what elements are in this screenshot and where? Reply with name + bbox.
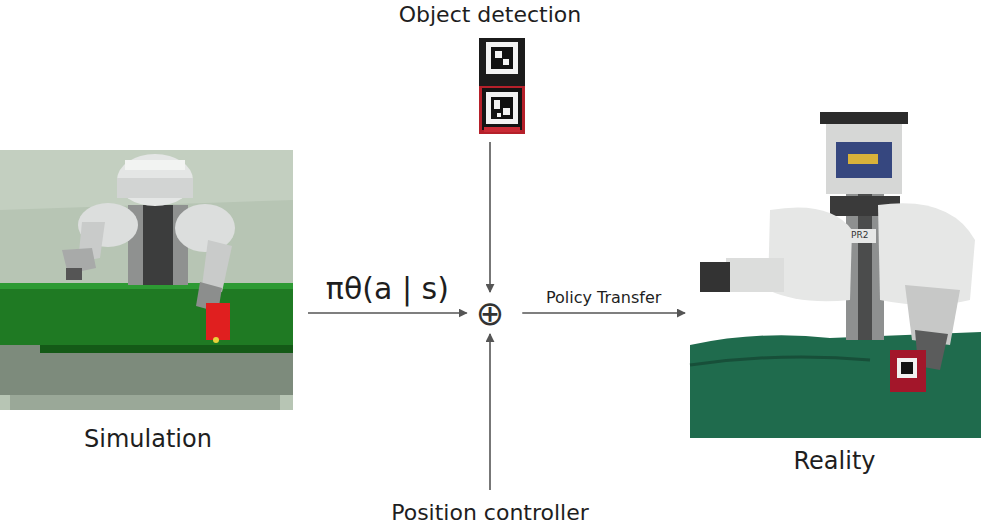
flow-arrow: [308, 312, 467, 314]
pr2-photo-part: [890, 350, 926, 392]
pr2-photo-part: [700, 262, 730, 292]
detection-figure: Object detection: [380, 2, 600, 136]
ar-tag-cube-part: [503, 108, 510, 115]
simulation-render: [0, 150, 293, 410]
pr2-photo-part: [897, 358, 917, 378]
simulation-render-part: [0, 150, 293, 410]
figure-caption: Position controller: [391, 500, 589, 526]
simulation-render-part: [0, 345, 293, 395]
ar-tag-cube-part: [486, 92, 518, 124]
sum-symbol: ⊕: [476, 296, 505, 330]
simulation-render-part: [40, 345, 293, 353]
sum-junction: ⊕: [470, 295, 511, 331]
simulation-render-part: [0, 283, 293, 345]
pr2-photo-part: [848, 154, 878, 164]
ar-tag-cube-part: [479, 38, 525, 86]
ar-tag-cube-part: [494, 100, 500, 109]
edge-label: Policy Transfer: [546, 288, 661, 307]
ar-tag-cube: [479, 38, 525, 134]
flow-arrow: [489, 334, 491, 490]
figure-caption: Reality: [793, 447, 875, 476]
ar-tag-cube-part: [497, 113, 501, 117]
ar-tag-cube-part: [486, 42, 518, 74]
ar-tag-cube-part: [495, 51, 502, 58]
pr2-photo: [690, 112, 981, 438]
pr2-photo-part: [826, 124, 902, 194]
pr2-photo-part: [690, 357, 870, 365]
reality-figure: Reality: [688, 108, 981, 476]
simulation-figure: Simulation: [0, 148, 296, 454]
ar-tag-cube-part: [484, 127, 520, 132]
ar-tag-cube-part: [491, 47, 513, 69]
simulation-render-part: [117, 154, 193, 206]
pr2-photo-part: [850, 229, 876, 243]
ar-tag-cube-part: [482, 88, 522, 130]
pr2-photo-part: [726, 258, 784, 292]
simulation-render-part: [117, 178, 193, 198]
figure-caption: Simulation: [84, 425, 212, 454]
flow-arrow: [522, 312, 685, 314]
simulation-render-part: [206, 303, 230, 340]
pr2-photo-part: [820, 112, 908, 124]
simulation-render-part: [143, 205, 173, 285]
ar-tag-cube-part: [491, 97, 513, 119]
ar-tag-cube-part: [479, 86, 525, 134]
figure-caption: Object detection: [399, 2, 582, 28]
pr2-photo-part: [901, 362, 913, 374]
simulation-render-part: [10, 395, 280, 410]
simulation-render-part: [66, 268, 82, 280]
simulation-render-part: [0, 150, 293, 210]
simulation-render-part: [213, 337, 219, 343]
controller-label: Position controller: [380, 496, 600, 530]
robot-badge: PR2: [851, 231, 868, 240]
flow-arrow: [489, 142, 491, 292]
simulation-render-part: [125, 160, 185, 170]
edge-label: πθ(a | s): [326, 271, 449, 307]
ar-tag-cube-part: [503, 59, 509, 65]
pr2-photo-part: [836, 142, 892, 178]
